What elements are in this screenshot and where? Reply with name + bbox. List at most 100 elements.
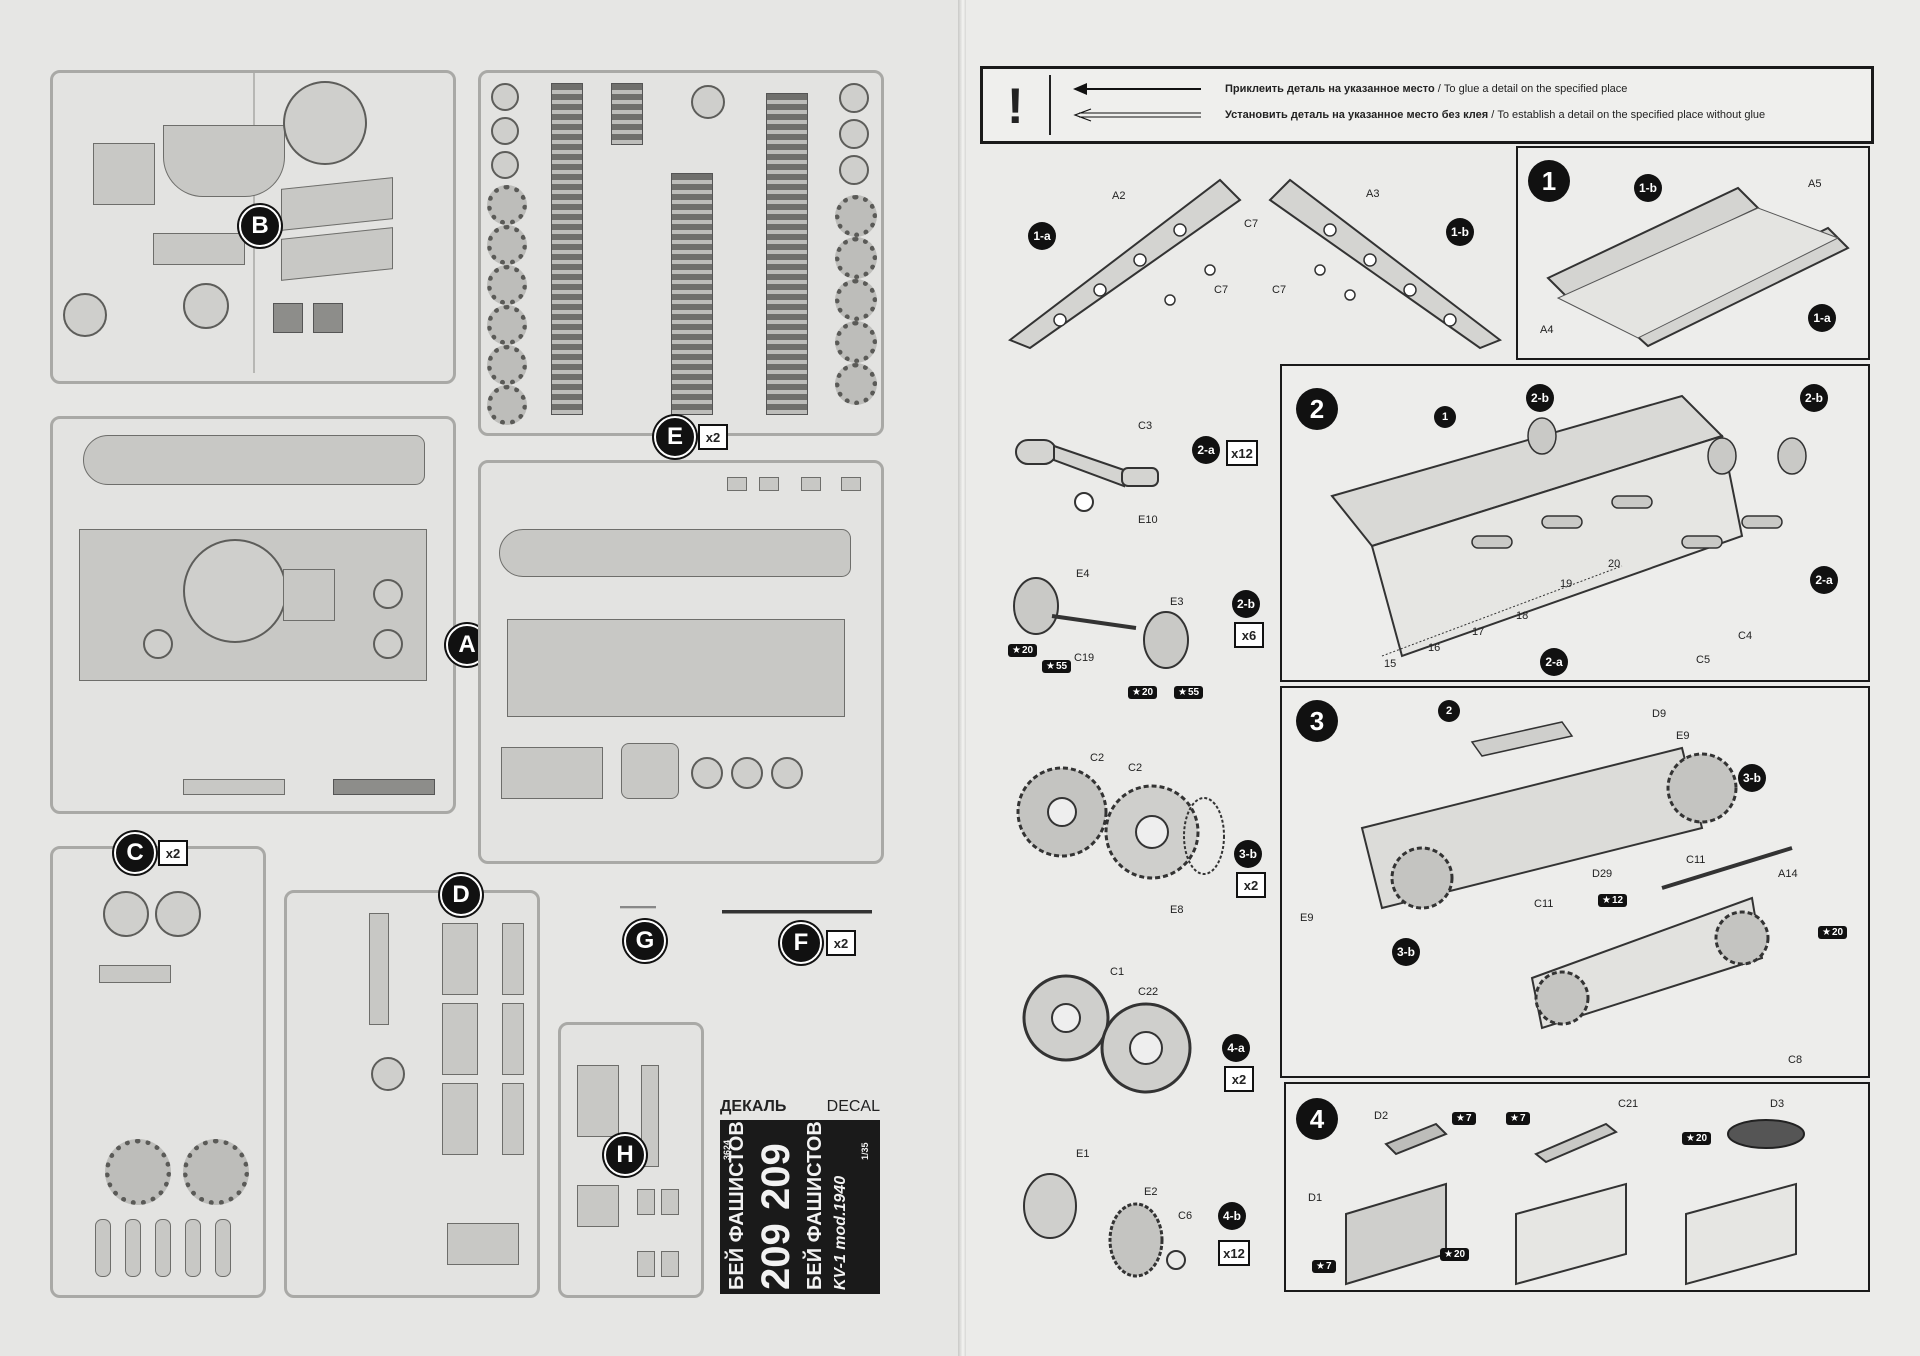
sprue-e: [478, 70, 884, 436]
part-label: C11: [1686, 854, 1706, 866]
step-1-panel: 1 1-b A5 A4 1-a: [1516, 146, 1870, 360]
idler-wheel-drawing: [1022, 974, 1192, 1094]
paint-code-badge: 20: [1440, 1248, 1470, 1261]
decal-number: 209: [754, 1223, 798, 1290]
part-label: E3: [1170, 596, 1184, 608]
sprue-label-badge: D: [440, 874, 482, 916]
step-number: 2: [1296, 388, 1338, 430]
part-label: A4: [1540, 324, 1554, 336]
sprue-h: [558, 1022, 704, 1298]
multiplier-badge: x12: [1226, 440, 1258, 466]
sprue-label-badge: H: [604, 1134, 646, 1176]
sprue-c: [50, 846, 266, 1298]
part-label: C7: [1272, 284, 1287, 296]
sprue-label-badge: C: [114, 832, 156, 874]
legend-glue-ru: Приклеить деталь на указанное место: [1225, 83, 1435, 95]
step-3b-badge: 3-b: [1234, 840, 1262, 868]
paint-code-badge: 20: [1008, 644, 1038, 657]
step-4a-badge: 4-a: [1222, 1034, 1250, 1062]
part-label: C3: [1138, 420, 1153, 432]
paint-code-badge: 7: [1312, 1260, 1336, 1273]
return-roller-drawing: [1023, 1173, 1186, 1278]
paint-code-badge: 20: [1128, 686, 1158, 699]
multiplier-badge: x2: [1224, 1066, 1254, 1092]
paint-code-badge: 12: [1598, 894, 1628, 907]
step-1a-badge: 1-a: [1028, 222, 1056, 250]
decal-code: 3624: [722, 1139, 732, 1160]
part-label: C7: [1214, 284, 1229, 296]
drive-sprocket-drawing: [1016, 766, 1225, 880]
sprue-b: B: [50, 70, 456, 384]
legend-noglue-ru: Установить деталь на указанное место без…: [1225, 109, 1489, 121]
part-label: C1: [1110, 966, 1125, 978]
part-label: D1: [1308, 1192, 1323, 1204]
page-spine: [958, 0, 968, 1356]
step-ref-badge: 3-b: [1392, 938, 1420, 966]
glue-arrow-icon: [1073, 83, 1201, 95]
paint-code-badge: 20: [1818, 926, 1848, 939]
decal-artwork: БЕЙ ФАШИСТОВ! 209 209 БЕЙ ФАШИСТОВ! KV-1…: [720, 1120, 880, 1294]
part-label: A2: [1112, 190, 1126, 202]
paint-code-badge: 7: [1452, 1112, 1476, 1125]
part-label: C19: [1074, 652, 1095, 664]
step-3-panel: 3 2 D9 E9 3-b C11 D29 E9 C11 3-b A14 C8 …: [1280, 686, 1870, 1078]
part-label: C5: [1696, 654, 1711, 666]
part-label: A3: [1366, 188, 1380, 200]
part-label: E2: [1144, 1186, 1158, 1198]
part-label: D3: [1770, 1098, 1785, 1110]
part-label: A5: [1808, 178, 1822, 190]
step-ref-badge: 1-a: [1808, 304, 1836, 332]
multiplier-badge: x2: [158, 840, 188, 866]
sprue-label-badge: E: [654, 416, 696, 458]
part-label: E1: [1076, 1148, 1090, 1160]
step-ref-badge: 1-b: [1634, 174, 1662, 202]
glue-legend: ! Приклеить деталь на указанное место / …: [980, 66, 1874, 144]
scale-tick: 16: [1428, 642, 1441, 654]
part-label: C2: [1090, 752, 1105, 764]
scale-tick: 15: [1384, 658, 1397, 670]
sprue-sheet-page: B E x2 A: [0, 0, 960, 1356]
step-ref-badge: 2-b: [1526, 384, 1554, 412]
part-label: E9: [1300, 912, 1314, 924]
scale-tick: 17: [1472, 626, 1485, 638]
paint-code-badge: 55: [1042, 660, 1072, 673]
part-label: C6: [1178, 1210, 1193, 1222]
decal-title-ru: ДЕКАЛЬ: [720, 1098, 787, 1115]
decal-slogan: БЕЙ ФАШИСТОВ!: [804, 1120, 826, 1290]
road-wheel-drawing: [1013, 577, 1189, 669]
multiplier-badge: x2: [826, 930, 856, 956]
step-number: 3: [1296, 700, 1338, 742]
multiplier-badge: x6: [1234, 622, 1264, 648]
decal-scale: 1/35: [860, 1142, 870, 1160]
part-label: C21: [1618, 1098, 1639, 1110]
sprue-label-badge: F: [780, 922, 822, 964]
part-label: D29: [1592, 868, 1613, 880]
scale-tick: 19: [1560, 578, 1573, 590]
part-label: C2: [1128, 762, 1143, 774]
part-label: C22: [1138, 986, 1159, 998]
paint-code-badge: 20: [1682, 1132, 1712, 1145]
step-number: 1: [1528, 160, 1570, 202]
part-label: E8: [1170, 904, 1184, 916]
multiplier-badge: x2: [1236, 872, 1266, 898]
no-glue-arrow-icon: [1073, 108, 1201, 122]
scale-tick: 18: [1516, 610, 1529, 622]
paint-code-badge: 7: [1506, 1112, 1530, 1125]
decal-model: KV-1 mod.1940: [832, 1175, 849, 1290]
sprue-d: [284, 890, 540, 1298]
step-ref-badge: 2-b: [1800, 384, 1828, 412]
paint-code-badge: 55: [1174, 686, 1204, 699]
attention-mark: !: [1007, 78, 1024, 134]
step-4b-badge: 4-b: [1218, 1202, 1246, 1230]
multiplier-badge: x2: [698, 424, 728, 450]
scale-tick: 20: [1608, 558, 1621, 570]
suspension-arm-drawing: [1015, 439, 1159, 512]
multiplier-badge: x12: [1218, 1240, 1250, 1266]
step-number: 4: [1296, 1098, 1338, 1140]
part-label: D9: [1652, 708, 1667, 720]
part-label: C7: [1244, 218, 1259, 230]
step-2-panel: 2 1 2-b 2-b 2-a 2-a C4 C5 15 16 17 18 19…: [1280, 364, 1870, 682]
step-ref-badge: 2: [1438, 700, 1460, 722]
step-4-panel: 4 D2 D1 C21 D3 7 7 20 7 20: [1284, 1082, 1870, 1292]
sprue-label-badge: B: [239, 205, 281, 247]
